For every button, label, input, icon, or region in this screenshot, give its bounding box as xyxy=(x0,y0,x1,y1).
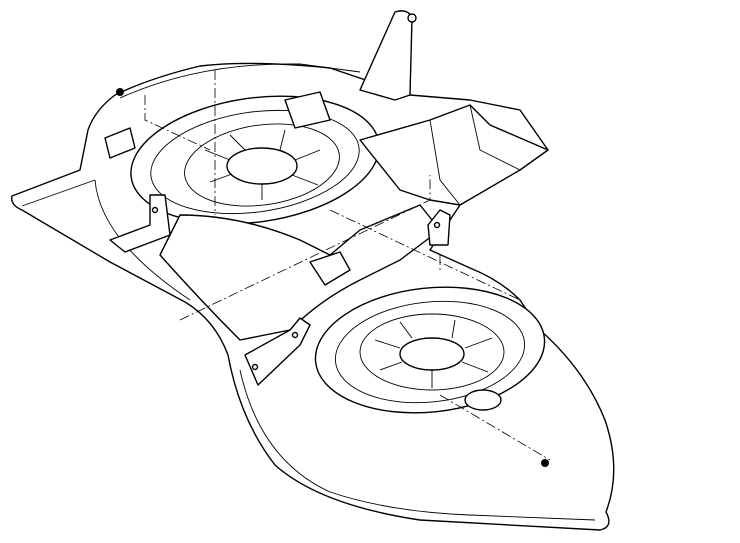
bolt-hole-icon xyxy=(251,363,259,371)
lower-blade-pan xyxy=(314,286,546,414)
upright-bracket xyxy=(359,10,413,101)
deck-rim-top xyxy=(119,63,361,99)
lower-pan-hole xyxy=(464,389,502,411)
mount-bracket-right xyxy=(427,209,451,246)
upper-blade-pan xyxy=(130,95,380,225)
baffle-bracket-top xyxy=(284,91,331,129)
bolt-hole-icon xyxy=(116,88,124,96)
bolt-hole-icon xyxy=(151,206,159,214)
mount-bracket-center xyxy=(309,251,351,286)
fasteners xyxy=(116,88,549,467)
bolt-hole-icon xyxy=(541,459,549,467)
upper-spindle-hub xyxy=(226,147,298,185)
assembly-center-lines xyxy=(144,70,551,461)
bracket-pin xyxy=(407,13,417,23)
center-tunnel xyxy=(159,204,441,341)
lower-hub-spokes xyxy=(374,319,493,388)
upper-hub-spokes xyxy=(204,129,321,200)
discharge-chute xyxy=(359,104,549,206)
bolt-hole-icon xyxy=(433,221,441,229)
deck-rim-bottom xyxy=(239,369,596,521)
mount-bracket-left-top xyxy=(104,127,136,159)
bolt-hole-icon xyxy=(291,331,299,339)
lower-spindle-hub xyxy=(399,337,465,371)
